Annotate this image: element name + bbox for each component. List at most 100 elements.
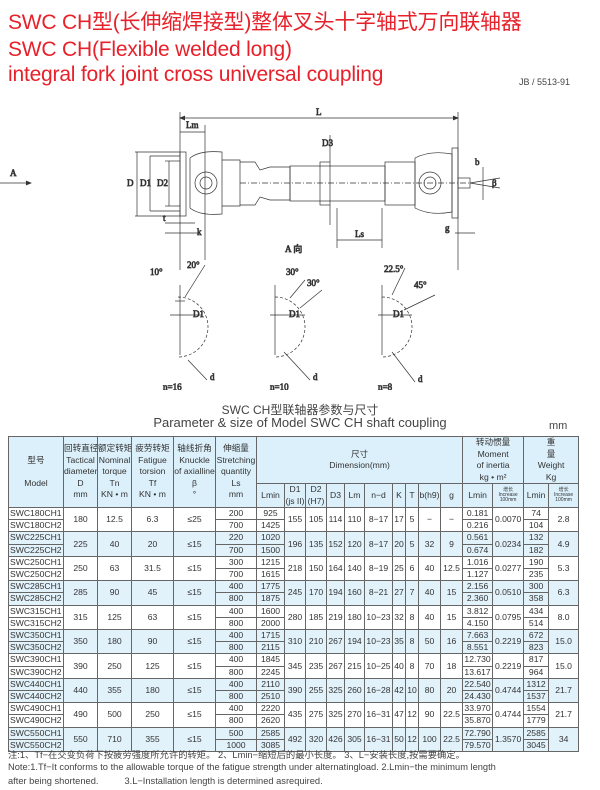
inertia-lmin-cell: 33.970 (462, 702, 494, 716)
stretching-cell: 300 (215, 555, 257, 570)
dim-label-L: L (316, 107, 322, 117)
d2-cell: 210 (305, 629, 327, 655)
t-cell: 8 (405, 653, 419, 679)
d3-cell: 219 (326, 604, 345, 631)
lm-cell: 215 (344, 653, 365, 679)
lm-cell: 180 (344, 604, 365, 631)
knuckle-angle-cell: ≤15 (173, 580, 216, 606)
inertia-lmin-cell: 24.430 (462, 690, 494, 704)
weight-lmin-cell: 104 (523, 519, 550, 533)
fatigue-torsion-cell: 180 (131, 677, 174, 704)
inertia-lmin-cell: 22.540 (462, 677, 494, 692)
lmin-cell: 2110 (256, 677, 285, 692)
header-t: T (405, 483, 419, 508)
knuckle-angle-cell: ≤15 (173, 531, 216, 557)
d2-cell: 170 (305, 580, 327, 606)
inertia-lmin-cell: 2.156 (462, 580, 494, 594)
b-cell: 40 (418, 580, 441, 606)
weight-lmin-cell: 964 (523, 665, 550, 679)
diameter-cell: 550 (63, 726, 98, 753)
stretching-cell: 800 (215, 616, 257, 631)
dim-label-d1: D1 (193, 309, 204, 319)
t-cell: 8 (405, 604, 419, 631)
lm-cell: 194 (344, 629, 365, 655)
d1-cell: 196 (284, 531, 306, 557)
nominal-torque-cell: 710 (97, 726, 132, 753)
knuckle-angle-cell: ≤15 (173, 726, 216, 753)
d3-cell: 325 (326, 702, 345, 728)
angle-label: 10° (150, 267, 163, 277)
nominal-torque-cell: 500 (97, 702, 132, 728)
lm-cell: 305 (344, 726, 365, 753)
b-cell: 100 (418, 726, 441, 753)
fatigue-torsion-cell: 63 (131, 604, 174, 631)
t-cell: 5 (405, 531, 419, 557)
t-cell: 12 (405, 702, 419, 728)
nominal-torque-cell: 40 (97, 531, 132, 557)
d1-cell: 218 (284, 555, 306, 582)
weight-lmin-cell: 358 (523, 592, 550, 606)
lmin-cell: 2585 (256, 726, 285, 740)
model-cell: SWC550CH1 (8, 726, 64, 740)
d2-cell: 150 (305, 555, 327, 582)
weight-lmin-cell: 74 (523, 506, 550, 521)
weight-increase-cell: 2.8 (548, 506, 580, 533)
b-cell: 32 (418, 531, 441, 557)
inertia-lmin-cell: 79.570 (462, 738, 494, 753)
inertia-lmin-cell: 2.360 (462, 592, 494, 606)
k-cell: 50 (392, 726, 406, 753)
inertia-lmin-cell: 1.127 (462, 568, 494, 582)
model-cell: SWC315CH1 (8, 604, 64, 618)
knuckle-angle-cell: ≤25 (173, 506, 216, 533)
angle-label: 45° (414, 280, 427, 290)
k-cell: 47 (392, 702, 406, 728)
weight-increase-cell: 8.0 (548, 604, 580, 631)
lmin-cell: 3085 (256, 738, 285, 753)
fatigue-torsion-cell: 125 (131, 653, 174, 679)
coupling-side-view (0, 112, 501, 270)
weight-increase-cell: 21.7 (548, 677, 580, 704)
g-cell: 22.5 (439, 702, 464, 728)
angle-label: 30° (307, 278, 320, 288)
weight-increase-cell: 4.9 (548, 531, 580, 557)
t-cell: 8 (405, 629, 419, 655)
t-cell: 6 (405, 555, 419, 582)
d3-cell: 267 (326, 629, 345, 655)
stretching-cell: 700 (215, 543, 257, 557)
weight-lmin-cell: 1537 (523, 690, 550, 704)
model-cell: SWC225CH1 (8, 531, 64, 545)
table-caption-english: Parameter & size of Model SWC CH shaft c… (153, 415, 447, 430)
inertia-increase-cell: 1.3570 (492, 726, 525, 753)
fatigue-torsion-cell: 250 (131, 702, 174, 728)
lmin-cell: 1500 (256, 543, 285, 557)
model-cell: SWC315CH2 (8, 616, 64, 631)
dim-label-d: d (418, 374, 423, 384)
k-cell: 40 (392, 653, 406, 679)
k-cell: 42 (392, 677, 406, 704)
model-cell: SWC490CH2 (8, 714, 64, 728)
bolt-count-label: n=8 (378, 382, 393, 390)
title-english-line1: SWC CH(Flexible welded long) (8, 38, 292, 61)
inertia-lmin-cell: 72.790 (462, 726, 494, 740)
flange-view-n10: 30° 30° D1 d n=10 (270, 267, 323, 390)
weight-lmin-cell: 817 (523, 653, 550, 667)
stretching-cell: 800 (215, 592, 257, 606)
header-d1: D1(js II) (284, 483, 306, 508)
nominal-torque-cell: 355 (97, 677, 132, 704)
angle-label: 30° (286, 267, 299, 277)
lm-cell: 260 (344, 677, 365, 704)
weight-increase-cell: 21.7 (548, 702, 580, 728)
stretching-cell: 400 (215, 580, 257, 594)
weight-increase-cell: 5.3 (548, 555, 580, 582)
